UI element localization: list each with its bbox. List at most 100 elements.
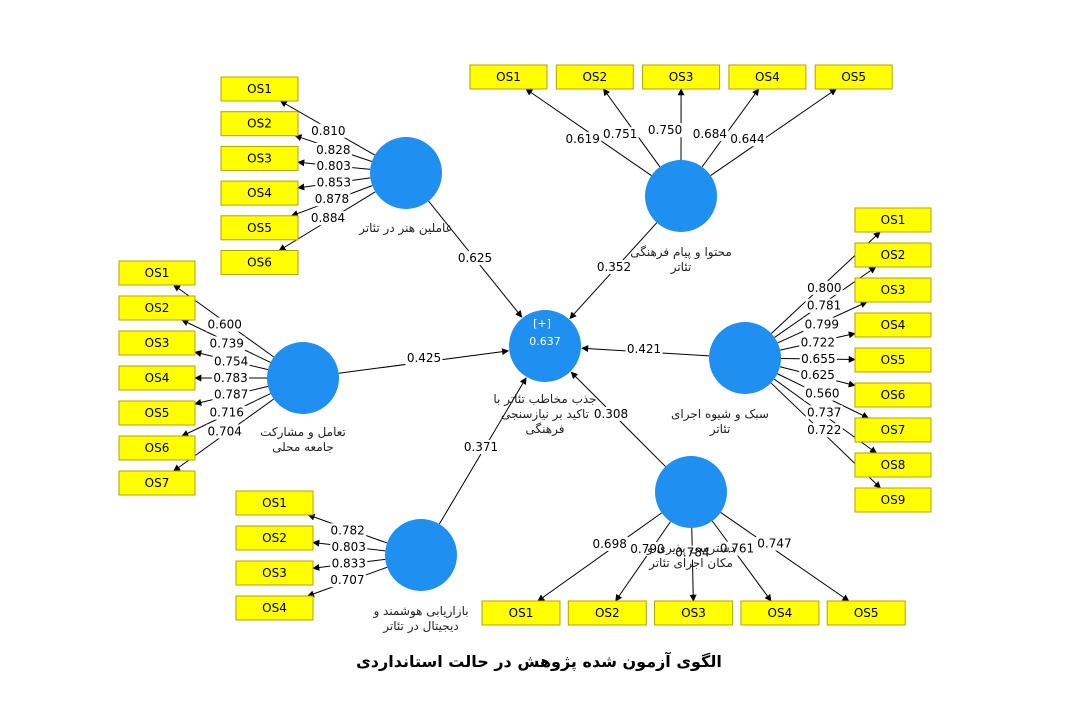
indicator-box-access-os4[interactable] <box>740 600 820 626</box>
indicator-label: OS1 <box>496 70 521 84</box>
construct-circle-access[interactable] <box>655 456 727 528</box>
indicator-box-content-os2[interactable] <box>555 64 634 90</box>
loading-arrow-access-os4 <box>711 520 772 602</box>
construct-label-community: تعامل و مشارکت <box>260 425 346 440</box>
indicator-label: OS4 <box>881 318 906 332</box>
indicator-label: OS3 <box>247 151 272 165</box>
loading-value: 0.560 <box>805 387 839 401</box>
indicator-box-content-os1[interactable] <box>469 64 548 90</box>
loading-arrow-access-os3 <box>689 527 697 602</box>
indicator-box-style-os9[interactable] <box>854 487 932 513</box>
indicator-label: OS1 <box>881 213 906 227</box>
indicator-label: OS4 <box>262 601 287 615</box>
indicator-label: OS7 <box>145 476 170 490</box>
loading-arrow-content-os5 <box>710 88 837 176</box>
path-coefficient-access: 0.308 <box>594 407 628 421</box>
r-squared-value: 0.637 <box>529 335 561 348</box>
indicator-label: OS2 <box>595 606 620 620</box>
construct-circle-community[interactable] <box>267 342 339 414</box>
indicator-box-style-os3[interactable] <box>854 277 932 303</box>
indicator-label: OS5 <box>881 353 906 367</box>
indicator-label: OS1 <box>262 496 287 510</box>
indicator-label: OS6 <box>247 256 272 270</box>
loading-value: 0.644 <box>730 132 764 146</box>
loading-value: 0.884 <box>311 211 345 225</box>
indicator-box-community-os6[interactable] <box>118 435 196 461</box>
indicator-box-access-os5[interactable] <box>826 600 906 626</box>
loading-value: 0.803 <box>317 159 351 173</box>
loading-arrow-content-os4 <box>701 88 760 168</box>
indicator-box-artists-os4[interactable] <box>220 180 299 206</box>
loading-value: 0.619 <box>565 132 599 146</box>
loading-value: 0.684 <box>693 127 727 141</box>
expand-toggle[interactable]: [+] <box>533 317 551 330</box>
indicator-box-style-os7[interactable] <box>854 417 932 443</box>
indicator-label: OS3 <box>262 566 287 580</box>
indicator-box-access-os1[interactable] <box>481 600 561 626</box>
loading-value: 0.790 <box>630 542 664 556</box>
construct-circle-marketing[interactable] <box>385 519 457 591</box>
indicator-label: OS3 <box>669 70 694 84</box>
loading-value: 0.739 <box>210 336 244 350</box>
construct-label-audience: تاکید بر نیازسنجی <box>501 407 589 422</box>
construct-circle-content[interactable] <box>645 160 717 232</box>
indicator-box-community-os3[interactable] <box>118 330 196 356</box>
construct-label-community: جامعه محلی <box>272 440 334 454</box>
indicator-label: OS3 <box>681 606 706 620</box>
loading-value: 0.784 <box>675 546 709 560</box>
loading-value: 0.803 <box>332 540 366 554</box>
indicator-box-community-os1[interactable] <box>118 260 196 286</box>
indicator-label: OS2 <box>262 531 287 545</box>
indicator-box-marketing-os2[interactable] <box>235 525 314 551</box>
indicator-box-style-os4[interactable] <box>854 312 932 338</box>
indicator-box-community-os2[interactable] <box>118 295 196 321</box>
loading-value: 0.781 <box>807 299 841 313</box>
indicator-label: OS4 <box>145 371 170 385</box>
indicator-box-community-os5[interactable] <box>118 400 196 426</box>
indicator-box-style-os2[interactable] <box>854 242 932 268</box>
indicator-box-style-os5[interactable] <box>854 347 932 373</box>
indicator-box-marketing-os3[interactable] <box>235 560 314 586</box>
loading-value: 0.625 <box>801 368 835 382</box>
construct-label-marketing: بازاریابی هوشمند و <box>372 604 468 619</box>
loading-value: 0.655 <box>801 352 835 366</box>
indicator-box-style-os8[interactable] <box>854 452 932 478</box>
construct-label-style: تئاتر <box>709 422 731 437</box>
indicator-box-access-os3[interactable] <box>654 600 734 626</box>
indicator-box-marketing-os1[interactable] <box>235 490 314 516</box>
path-coefficient-community: 0.425 <box>407 351 441 365</box>
indicator-box-artists-os2[interactable] <box>220 111 299 137</box>
construct-label-marketing: دیجیتال در تئاتر <box>382 619 458 634</box>
indicator-label: OS9 <box>881 493 906 507</box>
loading-value: 0.707 <box>330 573 364 587</box>
loading-value: 0.751 <box>603 127 637 141</box>
indicator-box-content-os3[interactable] <box>642 64 721 90</box>
indicator-box-community-os7[interactable] <box>118 470 196 496</box>
loading-value: 0.853 <box>317 175 351 189</box>
construct-circle-audience[interactable] <box>509 310 581 382</box>
indicator-label: OS8 <box>881 458 906 472</box>
construct-circle-style[interactable] <box>709 322 781 394</box>
loading-value: 0.833 <box>332 556 366 570</box>
indicator-box-content-os4[interactable] <box>728 64 807 90</box>
indicator-label: OS5 <box>841 70 866 84</box>
indicator-label: OS4 <box>247 186 272 200</box>
indicator-box-style-os1[interactable] <box>854 207 932 233</box>
indicator-box-marketing-os4[interactable] <box>235 595 314 621</box>
indicator-box-artists-os3[interactable] <box>220 145 299 171</box>
indicator-box-artists-os5[interactable] <box>220 215 299 241</box>
indicator-box-content-os5[interactable] <box>814 64 893 90</box>
indicator-label: OS4 <box>755 70 780 84</box>
indicator-box-style-os6[interactable] <box>854 382 932 408</box>
indicator-box-access-os2[interactable] <box>567 600 647 626</box>
construct-circle-artists[interactable] <box>370 137 442 209</box>
construct-label-artists: عاملین هنر در تئاتر <box>358 221 453 236</box>
indicator-box-community-os4[interactable] <box>118 365 196 391</box>
construct-label-content: تئاتر <box>670 260 692 275</box>
indicator-box-artists-os1[interactable] <box>220 76 299 102</box>
construct-label-style: سبک و شیوه اجرای <box>671 407 769 422</box>
indicator-box-artists-os6[interactable] <box>220 250 299 275</box>
loading-value: 0.878 <box>315 192 349 206</box>
indicator-label: OS4 <box>768 606 793 620</box>
